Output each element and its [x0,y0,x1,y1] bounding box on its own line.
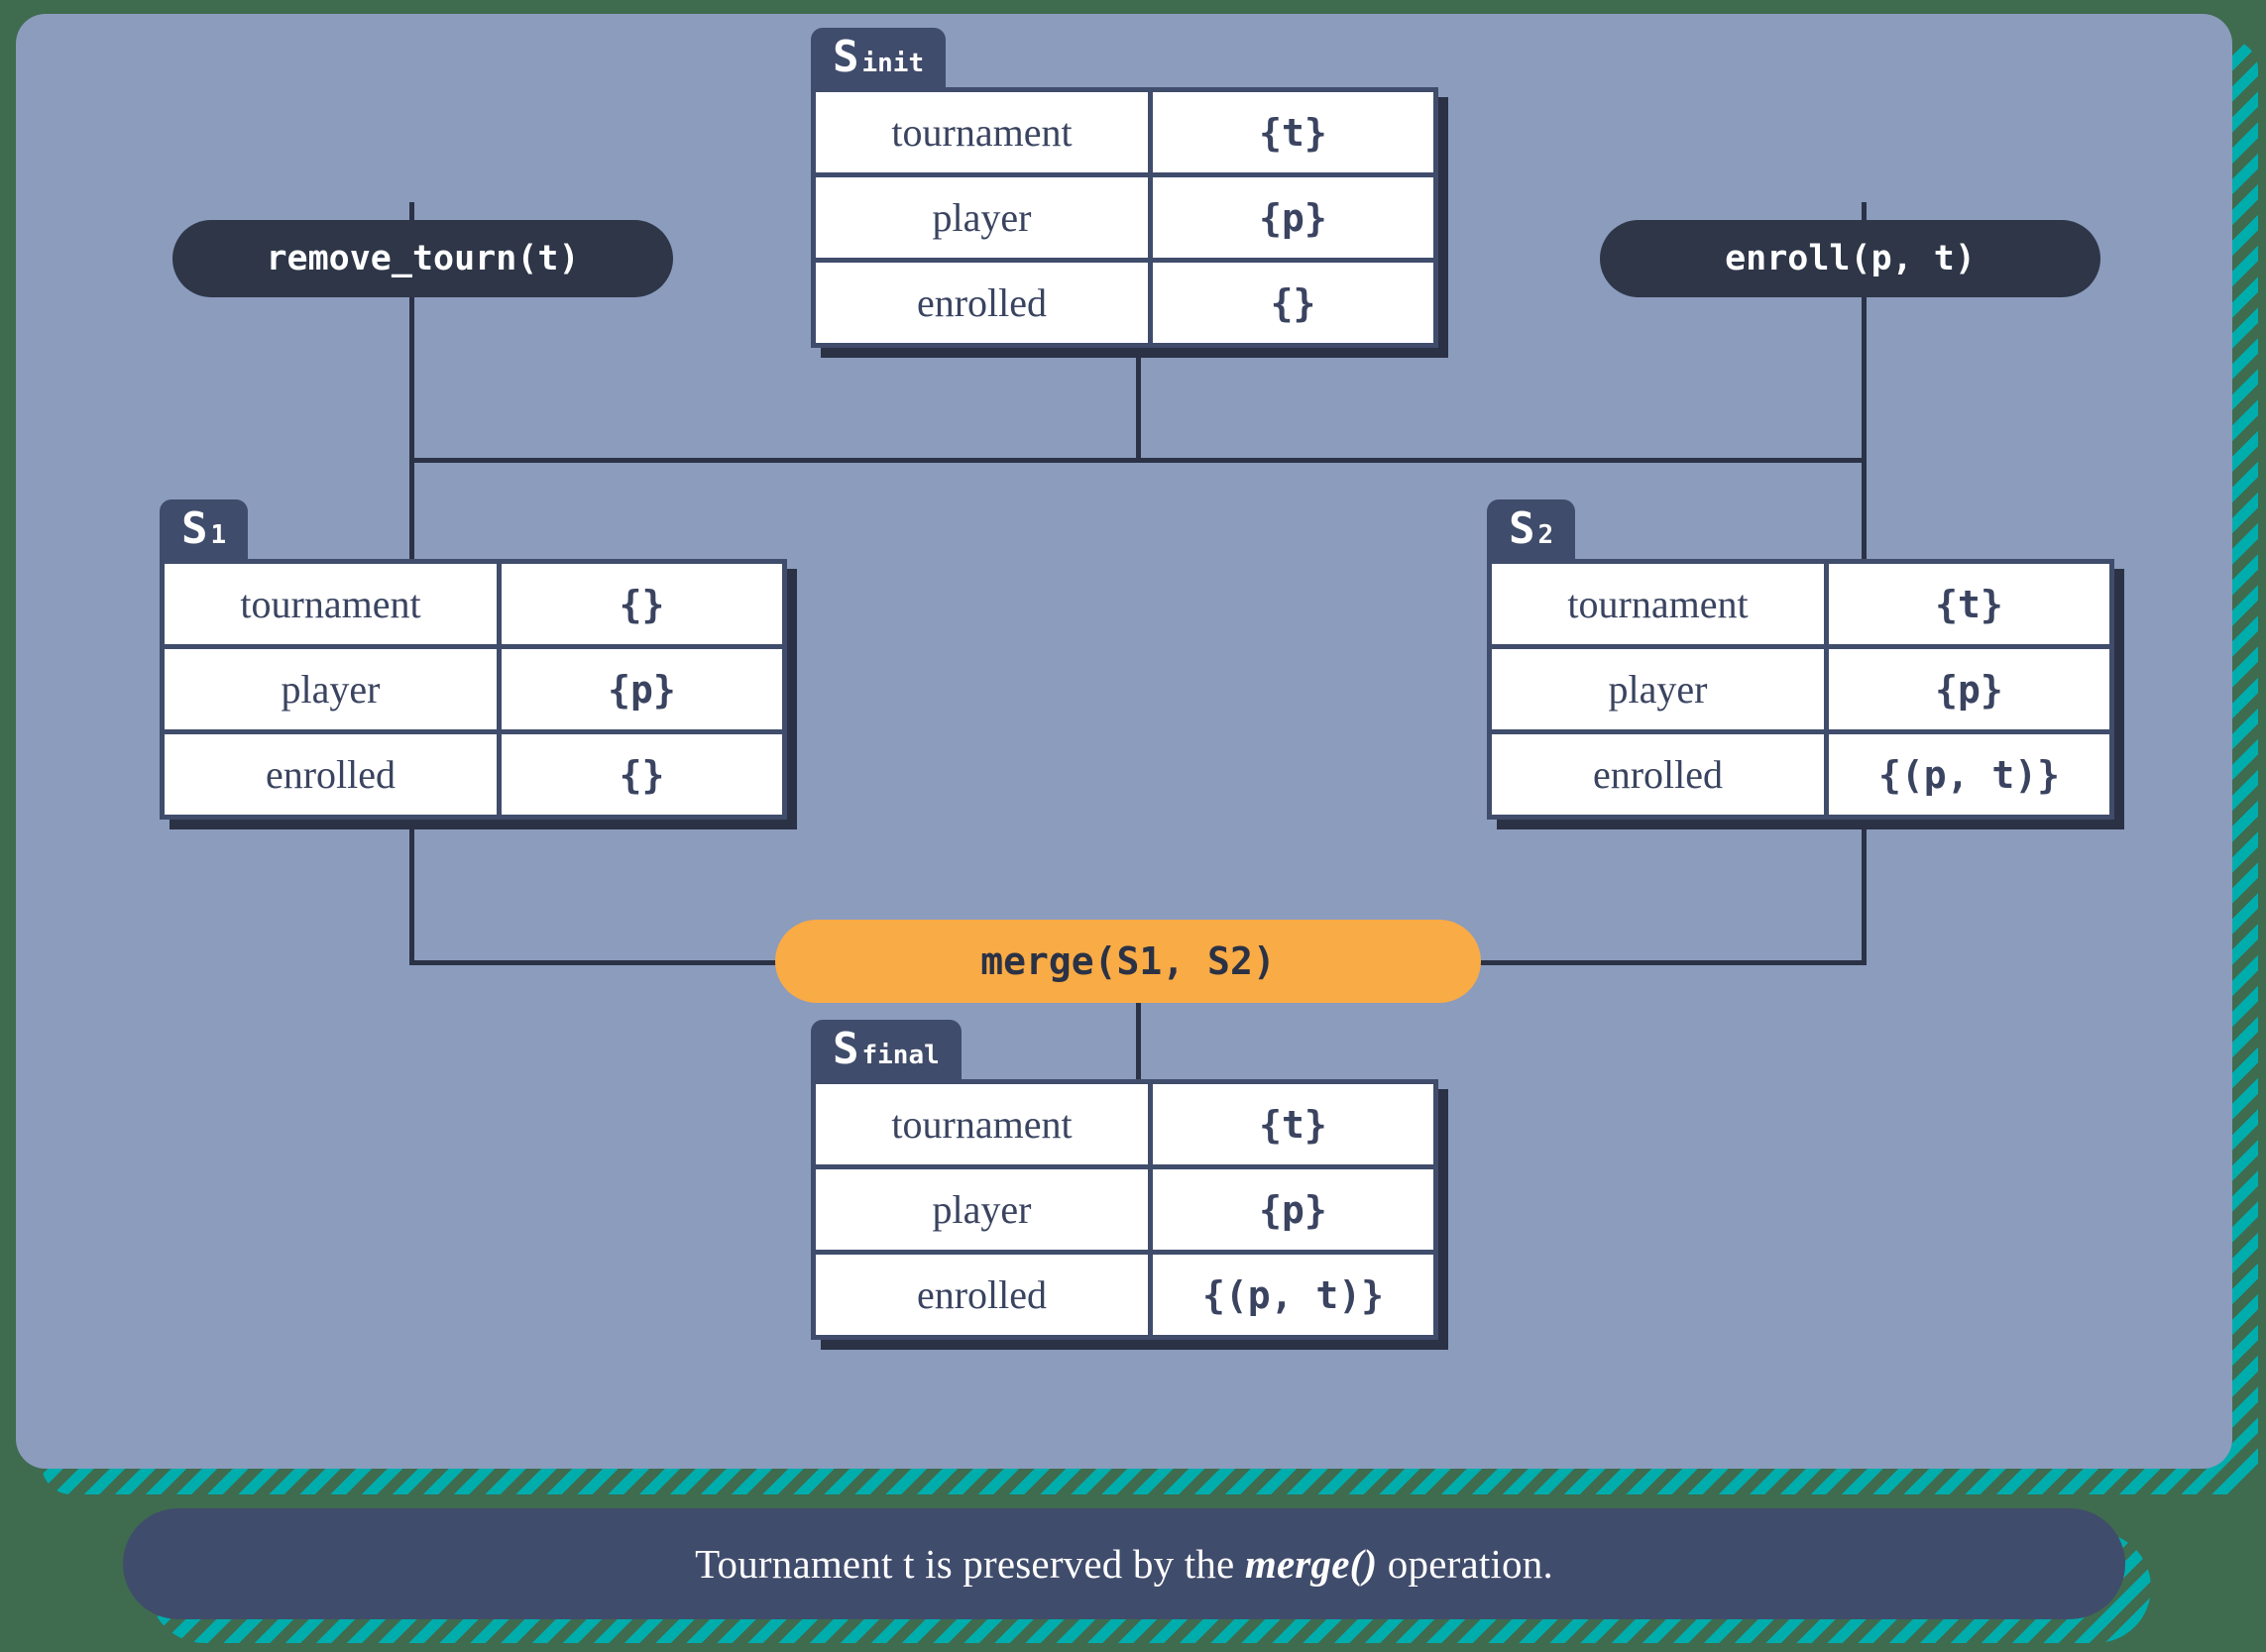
connector-remove-tourn-down [409,458,414,597]
state-s1-tab-main: S [181,503,208,554]
state-s2-tab-sub: 2 [1537,520,1554,550]
cell-value: {t} [1153,92,1433,172]
table-row: enrolled {} [816,263,1433,343]
cell-key: tournament [165,564,497,644]
cell-key: player [1492,649,1824,729]
state-s-init-tab-sub: init [861,49,925,78]
caption-bar: Tournament t is preserved by the merge()… [123,1508,2125,1619]
cell-key: tournament [1492,564,1824,644]
state-s-final-tab-main: S [833,1024,859,1074]
cell-key: enrolled [165,734,497,815]
cell-key: tournament [816,92,1148,172]
cell-value: {(p, t)} [1153,1255,1433,1335]
cell-key: enrolled [816,263,1148,343]
cell-key: player [816,1169,1148,1250]
state-s1-tab-sub: 1 [210,520,227,550]
caption-prefix: Tournament t is preserved by the [695,1541,1245,1587]
cell-key: player [816,177,1148,258]
cell-value: {} [502,734,782,815]
table-row: player {p} [1492,649,2109,729]
caption-emphasis: merge() [1244,1541,1378,1587]
connector-horizontal-bus [409,458,1867,463]
caption-text: Tournament t is preserved by the merge()… [695,1540,1553,1588]
operation-enroll-button[interactable]: enroll(p, t) [1600,220,2100,297]
state-s-init-tab-main: S [833,32,859,82]
cell-value: {(p, t)} [1829,734,2109,815]
table-row: enrolled {(p, t)} [1492,734,2109,815]
table-row: enrolled {(p, t)} [816,1255,1433,1335]
cell-key: tournament [816,1084,1148,1164]
connector-remove-tourn-up [409,202,414,462]
operation-merge-button[interactable]: merge(S1, S2) [775,920,1481,1003]
connector-merge-final [1136,960,1141,1079]
table-row: player {p} [816,177,1433,258]
state-s-final-table: tournament {t} player {p} enrolled {(p, … [811,1079,1438,1340]
table-row: tournament {t} [816,1084,1433,1164]
caption-suffix: operation. [1377,1541,1553,1587]
state-s2-table: tournament {t} player {p} enrolled {(p, … [1487,559,2114,820]
state-s1-table: tournament {} player {p} enrolled {} [160,559,787,820]
cell-value: {} [502,564,782,644]
table-row: enrolled {} [165,734,782,815]
state-s-init-table: tournament {t} player {p} enrolled {} [811,87,1438,348]
cell-key: player [165,649,497,729]
table-row: tournament {t} [1492,564,2109,644]
connector-enroll-up [1862,202,1867,462]
cell-value: {p} [1829,649,2109,729]
state-s2-tab-main: S [1509,503,1535,554]
table-row: player {p} [165,649,782,729]
cell-value: {} [1153,263,1433,343]
connector-init-stem [1136,288,1141,462]
table-row: tournament {} [165,564,782,644]
table-row: tournament {t} [816,92,1433,172]
cell-value: {t} [1829,564,2109,644]
cell-value: {p} [1153,1169,1433,1250]
cell-key: enrolled [816,1255,1148,1335]
connector-enroll-down [1862,458,1867,597]
cell-value: {p} [502,649,782,729]
cell-value: {t} [1153,1084,1433,1164]
operation-remove-tourn-button[interactable]: remove_tourn(t) [172,220,673,297]
table-row: player {p} [816,1169,1433,1250]
cell-key: enrolled [1492,734,1824,815]
state-s-final-tab-sub: final [861,1041,940,1070]
cell-value: {p} [1153,177,1433,258]
